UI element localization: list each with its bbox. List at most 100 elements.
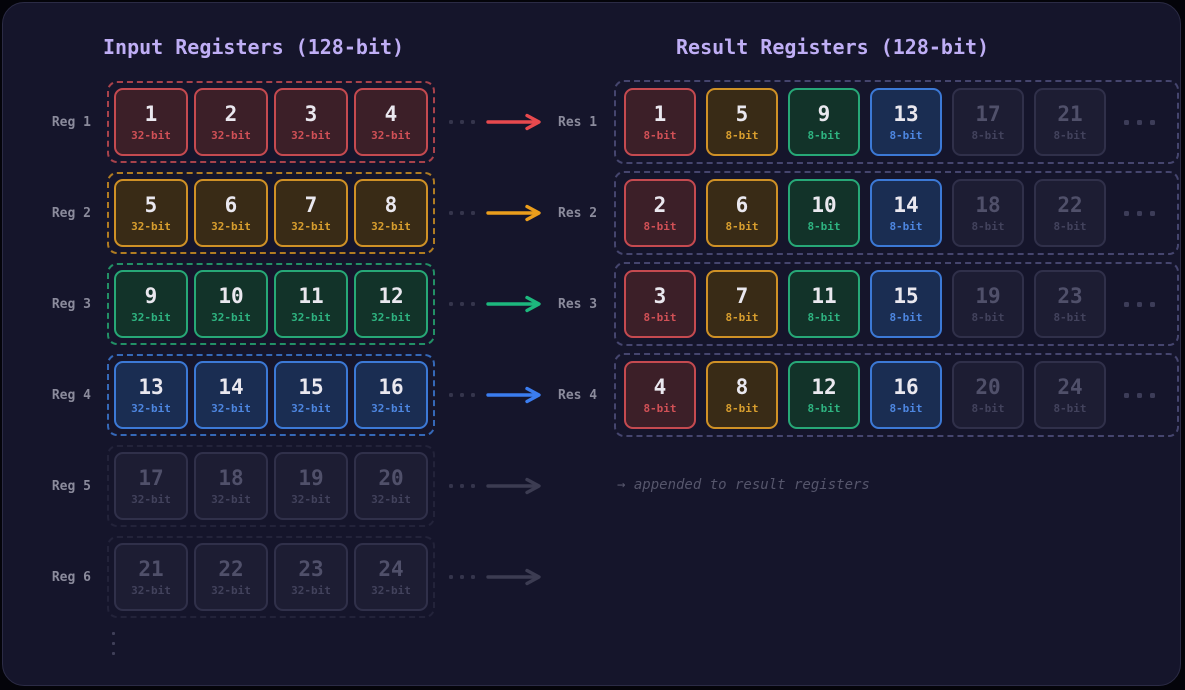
ellipsis-dot xyxy=(471,393,475,397)
ellipsis-dot xyxy=(471,120,475,124)
result-label: Res 3 xyxy=(558,296,598,312)
cell-bit-label: 32-bit xyxy=(371,219,411,233)
ellipsis-dot xyxy=(1124,392,1129,398)
cell-value: 12 xyxy=(811,374,837,399)
arrow-right-icon xyxy=(486,477,541,495)
register-cell: 4 8-bit xyxy=(624,361,696,429)
cell-bit-label: 8-bit xyxy=(889,128,923,142)
ellipsis-dot xyxy=(1137,119,1142,125)
continuation-dots xyxy=(449,120,475,124)
result-label: Res 1 xyxy=(558,114,598,130)
cell-value: 6 xyxy=(735,192,749,217)
cell-bit-label: 32-bit xyxy=(211,128,251,142)
ellipsis-dot xyxy=(1124,119,1129,125)
continuation-dots xyxy=(449,302,475,306)
ellipsis-dot xyxy=(460,120,464,124)
cell-bit-label: 8-bit xyxy=(971,401,1005,415)
ellipsis-dot xyxy=(1137,301,1142,307)
ellipsis-dot xyxy=(1124,210,1129,216)
cell-bit-label: 32-bit xyxy=(211,219,251,233)
ellipsis-dot xyxy=(471,575,475,579)
cell-value: 24 xyxy=(1057,374,1083,399)
cell-bit-label: 32-bit xyxy=(371,310,411,324)
input-registers-title: Input Registers (128-bit) xyxy=(103,35,405,59)
ellipsis-dot xyxy=(471,302,475,306)
cell-bit-label: 32-bit xyxy=(291,492,331,506)
cell-bit-label: 32-bit xyxy=(131,219,171,233)
register-cell: 5 32-bit xyxy=(114,179,188,247)
ellipsis-dot xyxy=(460,484,464,488)
arrow-right-icon xyxy=(486,386,541,404)
cell-value: 5 xyxy=(144,192,158,217)
cell-value: 3 xyxy=(653,283,667,308)
continuation-dots xyxy=(449,211,475,215)
ellipsis-dot xyxy=(471,484,475,488)
cell-value: 16 xyxy=(378,374,404,399)
cell-value: 1 xyxy=(653,101,667,126)
cell-value: 9 xyxy=(144,283,158,308)
cell-bit-label: 8-bit xyxy=(643,401,677,415)
cell-value: 8 xyxy=(384,192,398,217)
cell-value: 20 xyxy=(378,465,404,490)
cell-value: 18 xyxy=(218,465,244,490)
cell-bit-label: 32-bit xyxy=(371,401,411,415)
cell-bit-label: 8-bit xyxy=(1053,128,1087,142)
cell-value: 9 xyxy=(817,101,831,126)
cell-bit-label: 8-bit xyxy=(807,128,841,142)
cell-value: 14 xyxy=(218,374,244,399)
ellipsis-dot xyxy=(1137,392,1142,398)
cell-value: 3 xyxy=(304,101,318,126)
cell-value: 17 xyxy=(138,465,164,490)
arrow-right-icon xyxy=(486,204,541,222)
ellipsis-dot xyxy=(1150,119,1155,125)
cell-value: 19 xyxy=(298,465,324,490)
cell-value: 8 xyxy=(735,374,749,399)
register-label: Reg 2 xyxy=(51,205,91,221)
cell-value: 5 xyxy=(735,101,749,126)
cell-value: 4 xyxy=(384,101,398,126)
cell-value: 22 xyxy=(218,556,244,581)
cell-bit-label: 32-bit xyxy=(371,492,411,506)
register-label: Reg 6 xyxy=(51,569,91,585)
cell-bit-label: 8-bit xyxy=(725,310,759,324)
cell-value: 16 xyxy=(893,374,919,399)
cell-value: 18 xyxy=(975,192,1001,217)
ellipsis-dot xyxy=(449,393,453,397)
arrow-right-icon xyxy=(486,113,541,131)
register-cell: 9 8-bit xyxy=(788,88,860,156)
cell-value: 15 xyxy=(893,283,919,308)
cell-bit-label: 8-bit xyxy=(643,219,677,233)
ellipsis-dot xyxy=(460,393,464,397)
cell-value: 4 xyxy=(653,374,667,399)
cell-bit-label: 8-bit xyxy=(807,219,841,233)
register-label: Reg 5 xyxy=(51,478,91,494)
